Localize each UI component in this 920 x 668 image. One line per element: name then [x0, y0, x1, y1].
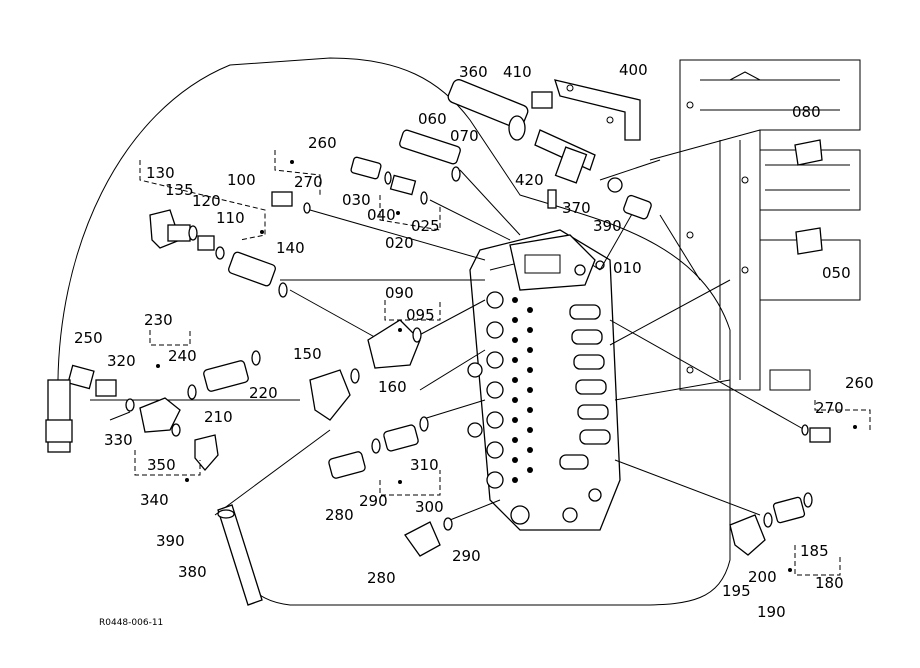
label-140: 140 [276, 239, 305, 257]
label-280-lower: 280 [367, 569, 396, 587]
adapter-210 [187, 350, 261, 400]
label-210: 210 [204, 408, 233, 426]
group-brackets [134, 150, 871, 576]
label-280-upper: 280 [325, 506, 354, 524]
block-330 [125, 397, 181, 433]
label-250: 250 [74, 329, 103, 347]
label-350: 350 [147, 456, 176, 474]
label-230: 230 [144, 311, 173, 329]
fitting-130 [149, 209, 191, 249]
leader-lines [90, 129, 806, 521]
label-400: 400 [619, 61, 648, 79]
fitting-270-right [801, 424, 831, 443]
label-290-upper: 290 [359, 492, 388, 510]
label-025: 025 [411, 217, 440, 235]
fitting-410 [531, 91, 553, 109]
label-090: 090 [385, 284, 414, 302]
label-220: 220 [249, 384, 278, 402]
label-080: 080 [792, 103, 821, 121]
fitting-150 [309, 368, 360, 421]
hose-loop [57, 57, 731, 606]
label-390-lower: 390 [156, 532, 185, 550]
valve-ports [467, 260, 611, 525]
label-050: 050 [822, 264, 851, 282]
label-320: 320 [107, 352, 136, 370]
label-185: 185 [800, 542, 829, 560]
fitting-135-120 [188, 225, 225, 260]
control-valve-block [467, 229, 621, 531]
part-labels: 360 410 400 060 070 260 270 030 040 025 … [74, 61, 874, 628]
label-200: 200 [748, 568, 777, 586]
cylinder-360 [447, 79, 529, 141]
label-310: 310 [410, 456, 439, 474]
label-330: 330 [104, 431, 133, 449]
label-300: 300 [415, 498, 444, 516]
label-390-top: 390 [593, 217, 622, 235]
adapter-140 [228, 251, 288, 298]
label-010: 010 [613, 259, 642, 277]
fitting-080 [794, 139, 823, 166]
label-270-right: 270 [815, 399, 844, 417]
label-100: 100 [227, 171, 256, 189]
label-195: 195 [722, 582, 751, 600]
label-180: 180 [815, 574, 844, 592]
fitting-280-lower [404, 517, 453, 557]
label-270-top: 270 [294, 173, 323, 191]
sleeve-390-top [623, 194, 652, 220]
chassis-frame [679, 59, 861, 391]
fitting-060 [399, 129, 461, 182]
label-370: 370 [562, 199, 591, 217]
label-260-top: 260 [308, 134, 337, 152]
lever-370 [534, 129, 623, 193]
label-030: 030 [342, 191, 371, 209]
label-150: 150 [293, 345, 322, 363]
label-135: 135 [165, 181, 194, 199]
label-190: 190 [757, 603, 786, 621]
label-380: 380 [178, 563, 207, 581]
fitting-280-upper [328, 416, 429, 479]
label-420: 420 [515, 171, 544, 189]
label-360: 360 [459, 63, 488, 81]
fitting-190-group [729, 492, 813, 556]
block-090 [367, 319, 422, 369]
fitting-270-left [271, 191, 311, 214]
pipe-380 [217, 504, 263, 606]
elbow-350 [171, 423, 219, 472]
label-410: 410 [503, 63, 532, 81]
bracket-400 [554, 79, 641, 141]
label-120: 120 [192, 192, 221, 210]
label-130: 130 [146, 164, 175, 182]
label-290-lower: 290 [452, 547, 481, 565]
label-040: 040 [367, 206, 396, 224]
label-240: 240 [168, 347, 197, 365]
label-340: 340 [140, 491, 169, 509]
label-020: 020 [385, 234, 414, 252]
label-060: 060 [418, 110, 447, 128]
label-160: 160 [378, 378, 407, 396]
label-110: 110 [216, 209, 245, 227]
drawing-code: R0448-006-11 [99, 618, 163, 628]
fitting-030 [350, 156, 428, 205]
fitting-050 [795, 227, 823, 255]
label-095: 095 [406, 306, 435, 324]
label-260-right: 260 [845, 374, 874, 392]
label-070: 070 [450, 127, 479, 145]
fitting-250-320 [45, 364, 117, 453]
bolt-420 [547, 189, 557, 209]
